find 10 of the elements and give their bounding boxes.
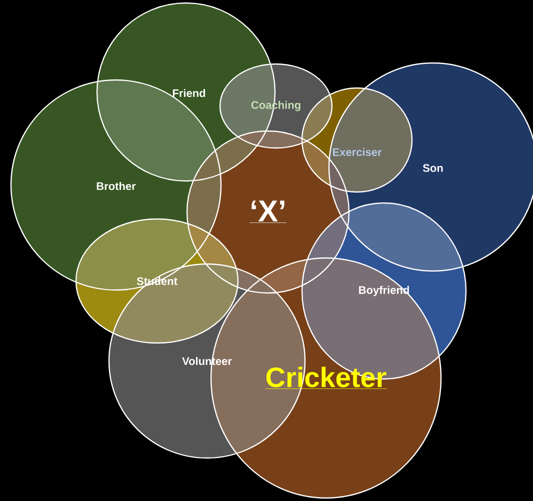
circle-label: Son bbox=[422, 164, 443, 172]
circle-outline bbox=[328, 62, 533, 272]
circle-outline bbox=[301, 87, 413, 193]
circle-label: Brother bbox=[96, 182, 136, 190]
circle-label: Friend bbox=[172, 88, 206, 98]
circle-outline bbox=[75, 218, 239, 344]
circle-label: Exerciser bbox=[332, 148, 382, 156]
circle-label: ‘X’ bbox=[249, 200, 287, 223]
circle-outline bbox=[10, 79, 222, 291]
circle-outline bbox=[219, 63, 333, 149]
